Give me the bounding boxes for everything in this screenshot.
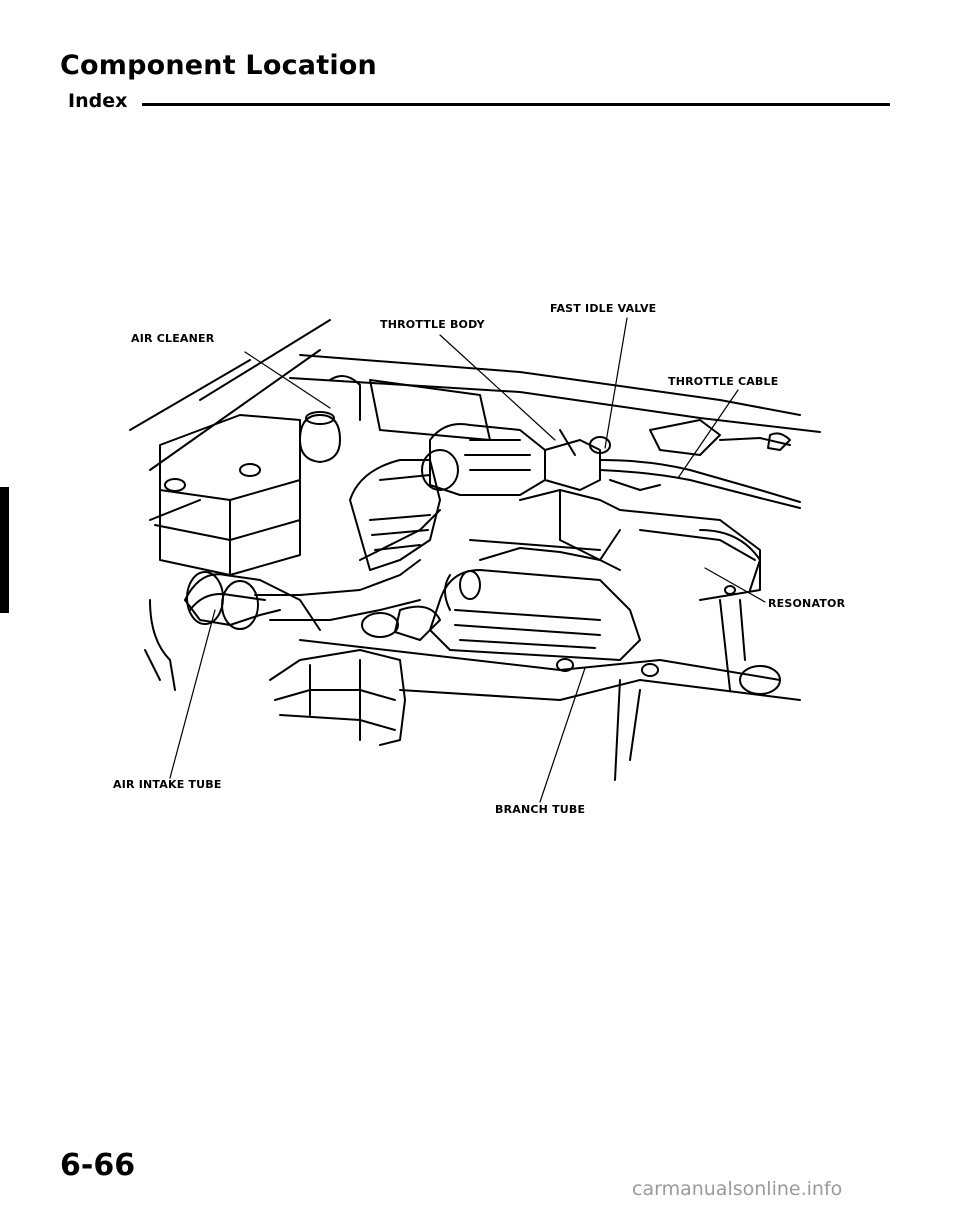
callout-air-intake-tube: AIR INTAKE TUBE [113, 778, 222, 791]
page-number: 6-66 [60, 1148, 136, 1183]
site-watermark: carmanualsonline.info [632, 1178, 843, 1200]
section-tab-marker [0, 487, 9, 613]
battery-box [154, 414, 301, 576]
section-subtitle: Index [68, 90, 128, 112]
header-rule [142, 103, 890, 106]
callout-air-cleaner: AIR CLEANER [131, 332, 215, 345]
throttle-cable-path [599, 419, 801, 509]
callout-resonator: RESONATOR [768, 597, 846, 610]
callout-branch-tube: BRANCH TUBE [495, 803, 586, 816]
resonator-body [519, 489, 761, 691]
callout-leaders [169, 317, 766, 803]
branch-tube-assembly [361, 539, 641, 672]
callout-throttle-cable: THROTTLE CABLE [668, 375, 779, 388]
callout-fast-idle-valve: FAST IDLE VALVE [550, 302, 657, 315]
air-intake-assembly [184, 459, 441, 631]
callout-throttle-body: THROTTLE BODY [380, 318, 485, 331]
lower-frame [269, 639, 801, 781]
throttle-body-assembly [421, 423, 611, 496]
page-title: Component Location [60, 50, 377, 81]
fender-lines [129, 319, 821, 691]
